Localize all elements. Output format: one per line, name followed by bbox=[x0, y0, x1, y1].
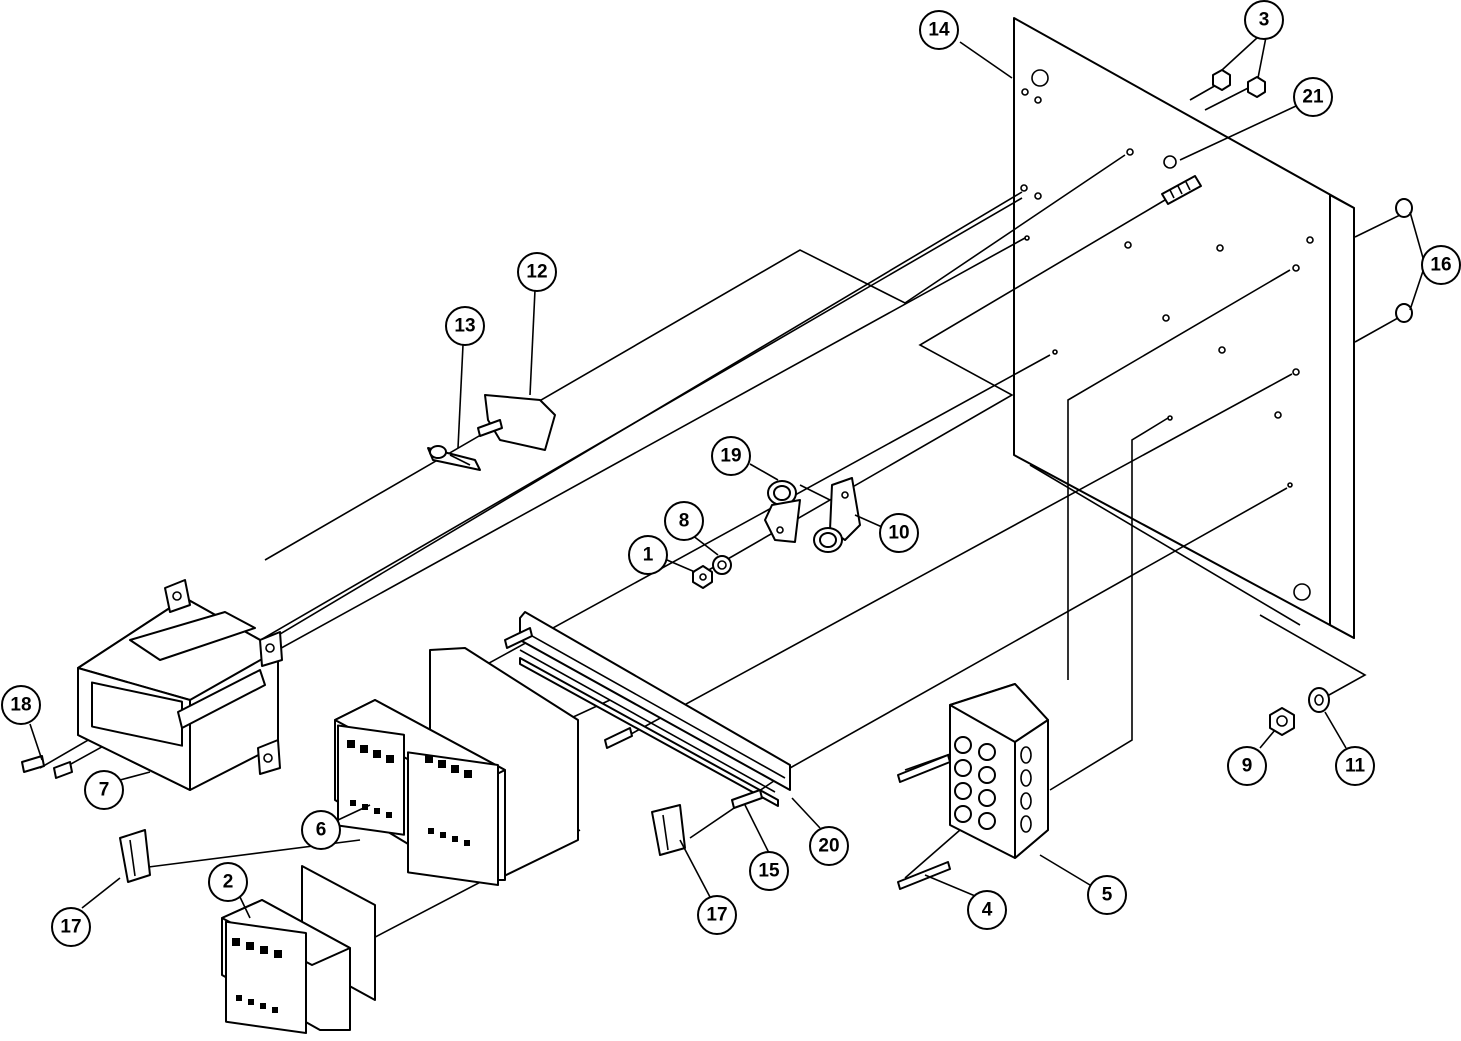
callout-16: 16 bbox=[1421, 245, 1461, 285]
callout-4: 4 bbox=[967, 890, 1007, 930]
svg-text:2: 2 bbox=[223, 872, 234, 893]
hardware bbox=[1212, 69, 1413, 736]
callout-10: 10 bbox=[879, 513, 919, 553]
mounting-screws bbox=[897, 754, 951, 890]
din-rail bbox=[519, 611, 791, 807]
callout-18: 18 bbox=[1, 685, 41, 725]
callout-7: 7 bbox=[84, 770, 124, 810]
svg-text:5: 5 bbox=[1102, 885, 1113, 906]
contactor-pair bbox=[334, 647, 579, 886]
terminal-lug bbox=[764, 480, 801, 543]
callout-19: 19 bbox=[711, 436, 751, 476]
end-stop-left bbox=[119, 829, 151, 883]
callout-6: 6 bbox=[301, 810, 341, 850]
callout-11: 11 bbox=[1335, 746, 1375, 786]
callout-1: 1 bbox=[628, 535, 668, 575]
svg-text:14: 14 bbox=[928, 20, 950, 41]
ground-lug bbox=[813, 477, 861, 553]
callout-17-right: 17 bbox=[697, 895, 737, 935]
callout-15: 15 bbox=[749, 851, 789, 891]
lock-nut bbox=[692, 565, 713, 589]
svg-text:17: 17 bbox=[60, 917, 81, 938]
rail-screws bbox=[504, 627, 763, 809]
svg-text:12: 12 bbox=[526, 262, 547, 283]
callout-5: 5 bbox=[1087, 875, 1127, 915]
terminal-block bbox=[949, 683, 1049, 859]
fuse-holder bbox=[427, 394, 556, 471]
callout-21: 21 bbox=[1293, 77, 1333, 117]
svg-text:21: 21 bbox=[1302, 87, 1324, 108]
callout-leaders bbox=[29, 36, 1426, 919]
svg-text:10: 10 bbox=[888, 523, 909, 544]
svg-text:6: 6 bbox=[316, 820, 327, 841]
callout-14: 14 bbox=[919, 10, 959, 50]
svg-text:3: 3 bbox=[1259, 10, 1270, 31]
svg-text:17: 17 bbox=[706, 905, 727, 926]
svg-text:13: 13 bbox=[454, 316, 475, 337]
svg-text:9: 9 bbox=[1242, 756, 1253, 777]
svg-text:11: 11 bbox=[1345, 756, 1366, 777]
svg-text:7: 7 bbox=[99, 780, 110, 801]
auxiliary-contactor bbox=[221, 865, 376, 1035]
svg-text:18: 18 bbox=[10, 695, 31, 716]
callout-9: 9 bbox=[1227, 746, 1267, 786]
svg-text:16: 16 bbox=[1430, 255, 1451, 276]
transformer bbox=[77, 579, 283, 791]
callout-8: 8 bbox=[664, 501, 704, 541]
star-washer bbox=[712, 555, 732, 575]
callout-17-left: 17 bbox=[51, 907, 91, 947]
svg-text:20: 20 bbox=[818, 836, 839, 857]
callout-13: 13 bbox=[445, 306, 485, 346]
threaded-rod bbox=[1161, 175, 1202, 205]
callout-3: 3 bbox=[1244, 0, 1284, 40]
screws bbox=[21, 755, 73, 779]
svg-text:8: 8 bbox=[679, 511, 690, 532]
svg-text:15: 15 bbox=[758, 861, 780, 882]
svg-text:1: 1 bbox=[643, 545, 654, 566]
svg-text:19: 19 bbox=[720, 446, 741, 467]
svg-text:4: 4 bbox=[982, 900, 993, 921]
callout-12: 12 bbox=[517, 252, 557, 292]
callout-20: 20 bbox=[809, 826, 849, 866]
callout-2: 2 bbox=[208, 862, 248, 902]
end-stop-right bbox=[651, 804, 686, 856]
